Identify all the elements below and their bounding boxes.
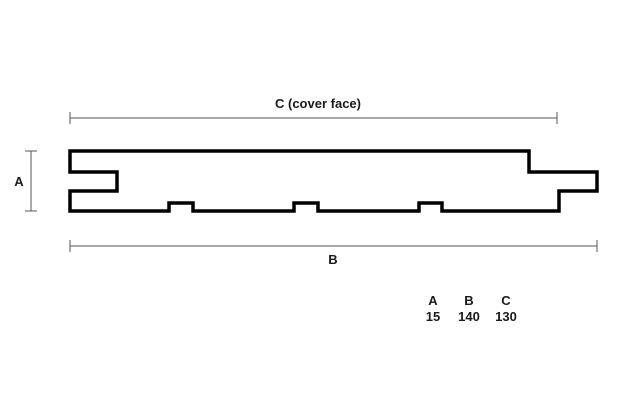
table-value-c: 130 [495,309,517,324]
table-value-b: 140 [458,309,480,324]
table-header-c: C [501,293,511,308]
table-header-b: B [464,293,473,308]
dimension-table: A B C 15 140 130 [426,293,517,324]
thickness-dimension: A [14,150,37,212]
thickness-dim-label: A [14,174,24,189]
table-value-a: 15 [426,309,440,324]
cover-face-dimension: C (cover face) [69,96,558,124]
cover-dim-label: C (cover face) [275,96,361,111]
width-dim-label: B [328,252,337,267]
table-header-a: A [428,293,438,308]
board-profile-outline [68,149,599,213]
width-dimension: B [69,240,598,267]
